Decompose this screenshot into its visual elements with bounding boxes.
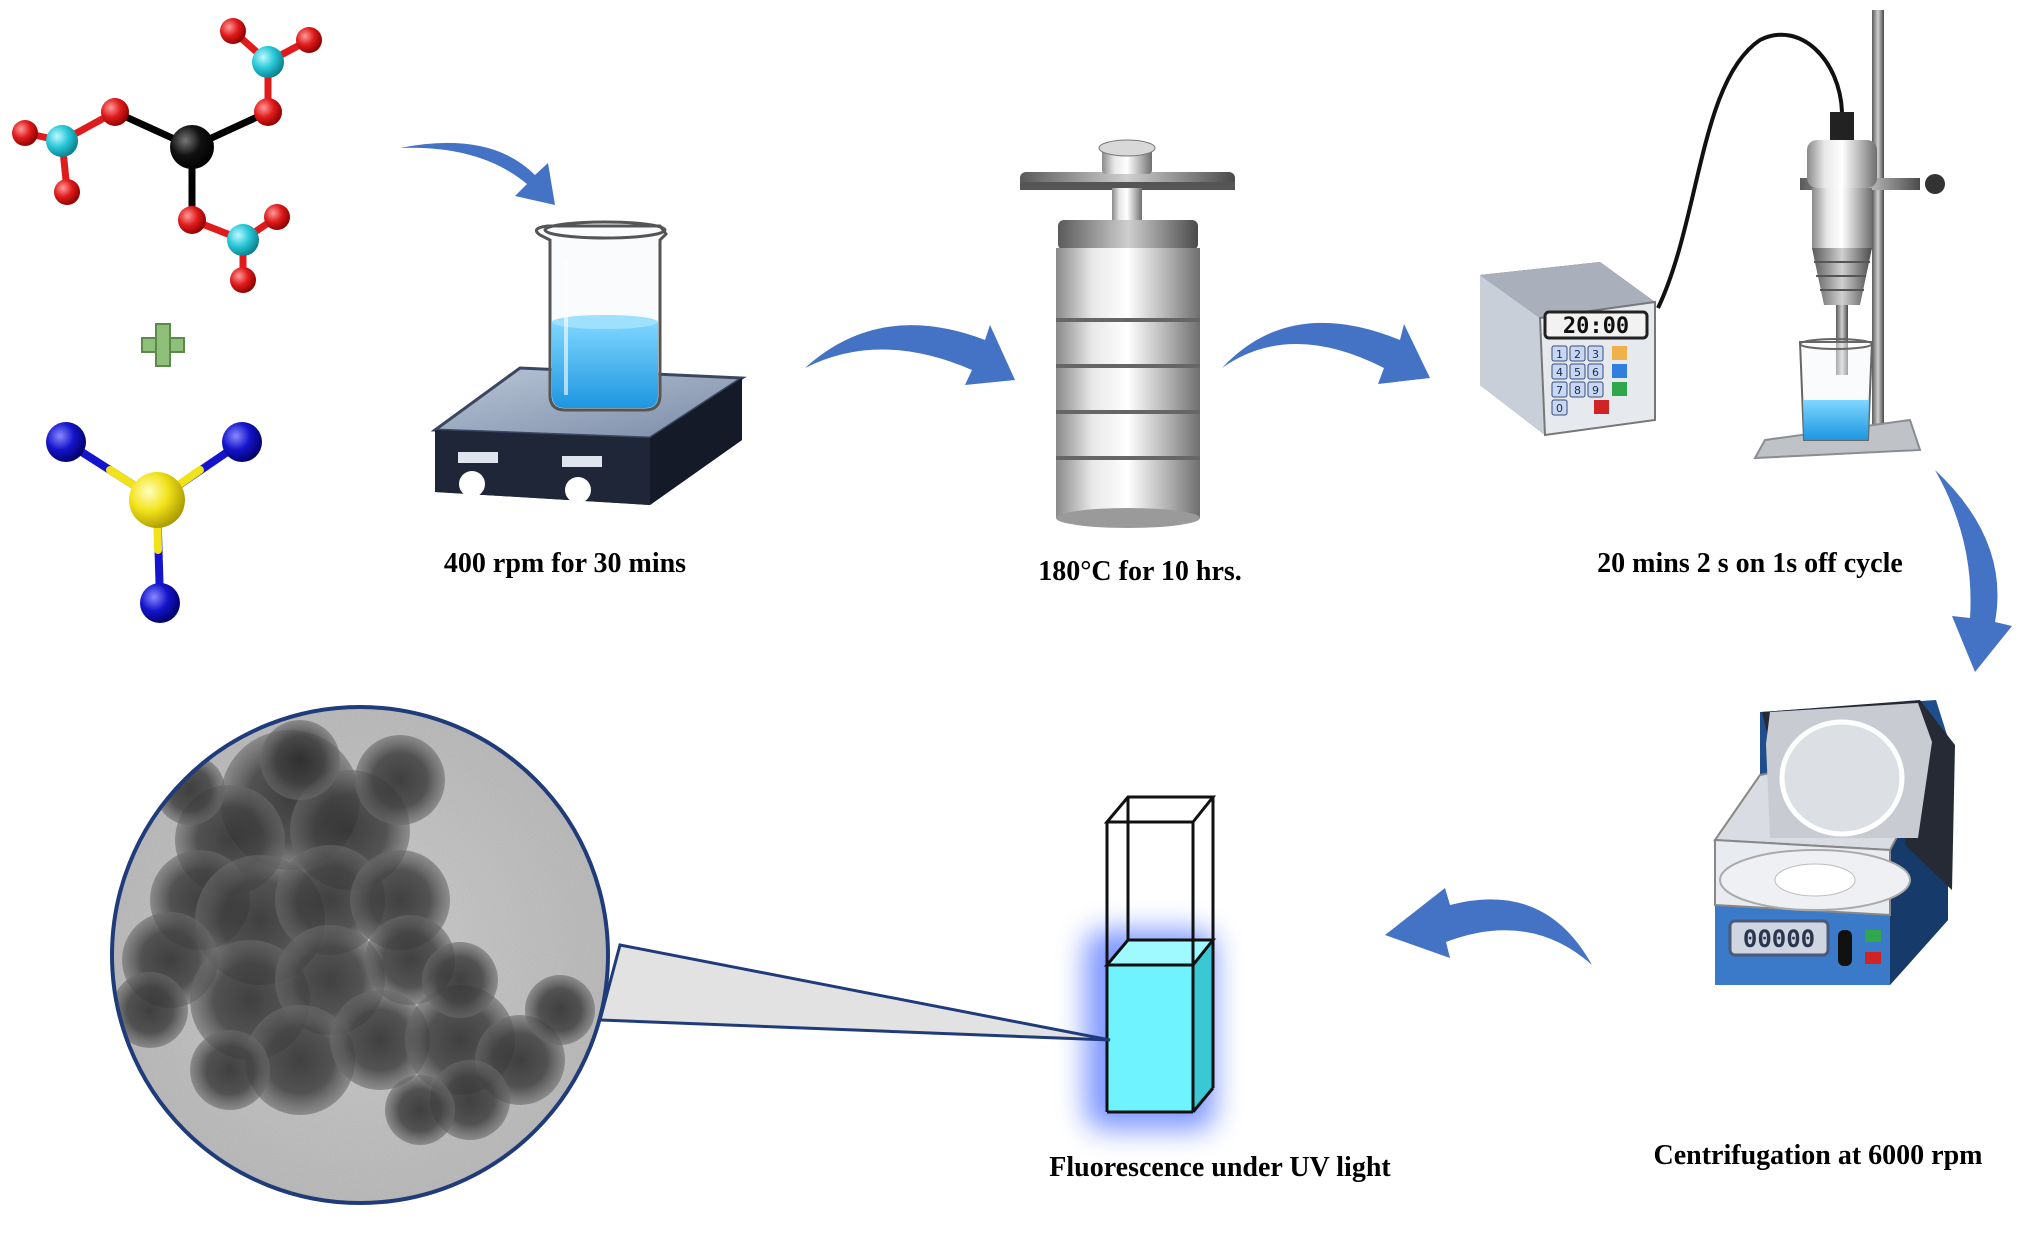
step-label-centrifugation: Centrifugation at 6000 rpm <box>1653 1140 1983 1171</box>
keypad-key-label: 4 <box>1556 366 1563 379</box>
keypad-key <box>1551 363 1568 380</box>
keypad-key <box>1569 345 1586 362</box>
nanoparticle-cluster <box>260 720 340 800</box>
autoclave-reactor <box>1020 139 1235 528</box>
keypad-function-key <box>1612 346 1627 360</box>
nanoparticle-cluster <box>385 1075 455 1145</box>
keypad-key-label: 0 <box>1556 402 1563 415</box>
keypad-key-label: 7 <box>1556 384 1563 397</box>
tem-zoom-callout <box>598 943 1111 1042</box>
step-label-sonication: 20 mins 2 s on 1s off cycle <box>1597 548 1903 579</box>
fluorescent-cuvette <box>1085 795 1217 1130</box>
tem-image <box>110 705 610 1205</box>
step-label-stirring: 400 rpm for 30 mins <box>443 548 687 579</box>
nanoparticle-cluster <box>422 942 498 1018</box>
keypad-function-key <box>1594 400 1609 414</box>
keypad-key <box>1551 381 1568 398</box>
sonication-beaker <box>1798 338 1874 441</box>
keypad-key <box>1587 345 1604 362</box>
sonicator-display: 20:00 <box>1563 314 1629 339</box>
nanoparticle-cluster <box>155 755 225 825</box>
step-label-fluorescence: Fluorescence under UV light <box>1049 1152 1391 1183</box>
keypad-key <box>1587 363 1604 380</box>
nanoparticle-cluster <box>112 972 188 1048</box>
keypad-key-label: 1 <box>1556 348 1563 361</box>
arrow-step-1 <box>400 142 555 205</box>
keypad-function-key <box>1612 382 1627 396</box>
molecule-metal-nitrate <box>12 18 322 293</box>
keypad-key <box>1569 381 1586 398</box>
keypad-key-label: 5 <box>1574 366 1581 379</box>
keypad-function-key <box>1612 364 1627 378</box>
nanoparticle-cluster <box>190 1030 270 1110</box>
nanoparticle-cluster <box>355 735 445 825</box>
centrifuge: 00000 <box>1713 700 1955 985</box>
molecule-sulfur-compound <box>46 422 262 623</box>
arrow-step-4 <box>1935 470 2012 672</box>
keypad-key <box>1551 399 1568 416</box>
keypad-key-label: 6 <box>1592 366 1599 379</box>
arrow-step-5 <box>1385 888 1592 965</box>
nanoparticle-cluster <box>275 845 385 955</box>
keypad-key-label: 8 <box>1574 384 1581 397</box>
keypad-key-label: 3 <box>1592 348 1599 361</box>
beaker-stirring <box>534 220 668 412</box>
keypad-key <box>1551 345 1568 362</box>
keypad-key <box>1587 381 1604 398</box>
nanoparticle-cluster <box>245 1005 355 1115</box>
keypad-key-label: 9 <box>1592 384 1599 397</box>
keypad-key <box>1569 363 1586 380</box>
keypad-key-label: 2 <box>1574 348 1581 361</box>
step-label-autoclave: 180°C for 10 hrs. <box>1038 556 1242 587</box>
nanoparticle-cluster <box>330 990 430 1090</box>
arrow-step-3 <box>1222 322 1430 384</box>
nanoparticle-cluster <box>525 975 595 1045</box>
plus-icon <box>141 323 185 367</box>
centrifuge-display: 00000 <box>1743 925 1815 953</box>
arrow-step-2 <box>805 325 1015 385</box>
